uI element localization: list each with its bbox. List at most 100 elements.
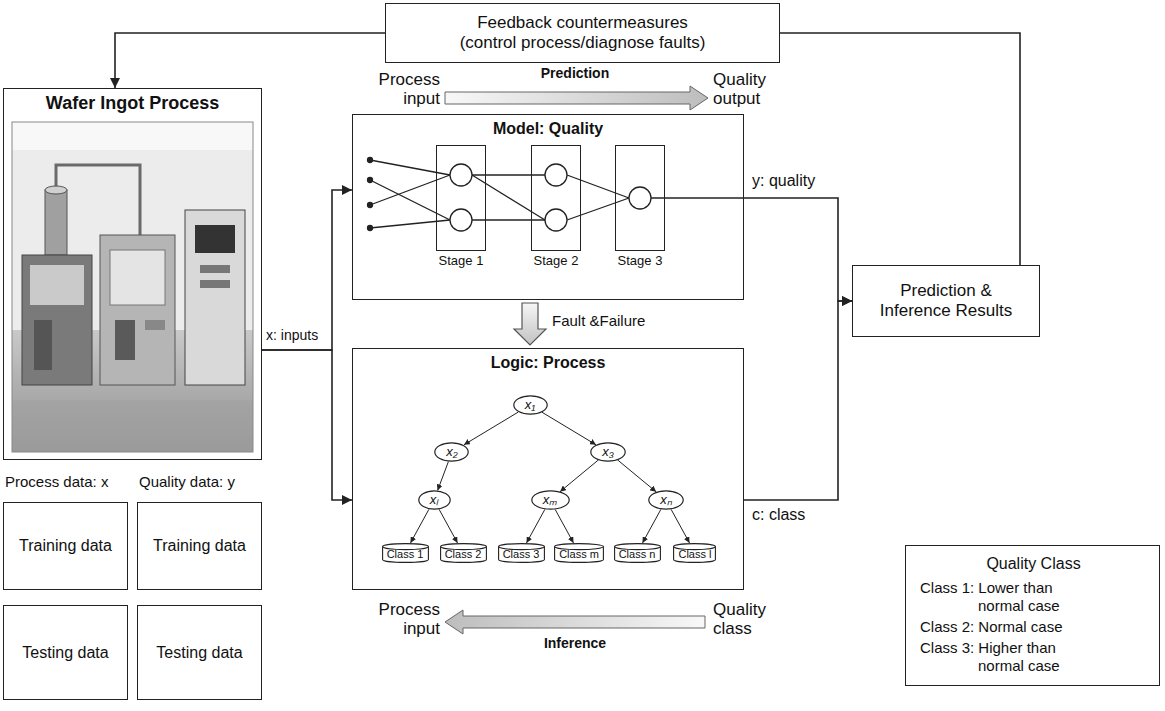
node-text: Stage 2 bbox=[534, 253, 579, 269]
factory-photo bbox=[12, 122, 253, 452]
prediction-arrow bbox=[445, 86, 708, 110]
class-leaf: Class 3 bbox=[498, 543, 545, 563]
node-text: (control process/diagnose faults) bbox=[460, 33, 706, 53]
photo-door bbox=[115, 320, 135, 360]
stage-box: Stage 3 bbox=[615, 145, 665, 251]
node-text: Feedback countermeasures bbox=[477, 13, 688, 33]
column-heading: Process data: x bbox=[5, 474, 108, 491]
cylinder-shape bbox=[498, 544, 544, 563]
connector bbox=[542, 412, 596, 445]
photo-machine bbox=[22, 255, 92, 385]
node-text: Class 1 bbox=[387, 548, 424, 561]
input-dot bbox=[368, 203, 373, 208]
node-text: Class 3: Higher than normal case bbox=[920, 639, 1095, 675]
connector bbox=[780, 33, 1020, 265]
decision-node: xₘ bbox=[531, 490, 570, 510]
cylinder-shape bbox=[614, 544, 660, 563]
class-leaf: Class n bbox=[614, 543, 661, 563]
photo-wall bbox=[12, 122, 253, 452]
ellipse-shape bbox=[513, 396, 546, 414]
photo-pipe bbox=[56, 165, 140, 235]
signal-label: y: quality bbox=[752, 172, 815, 190]
photo-cabinet bbox=[185, 210, 245, 385]
box-heading: Wafer Ingot Process bbox=[4, 93, 261, 115]
network-wire bbox=[567, 198, 629, 220]
logic-box: Logic: Processx₁x₂x₃xₗxₘxₙClass 1Class 2… bbox=[352, 348, 744, 590]
photo-ceiling bbox=[12, 122, 253, 150]
box-heading: Logic: Process bbox=[353, 353, 743, 372]
process-input-label: Process input bbox=[370, 600, 440, 638]
input-dot bbox=[368, 226, 373, 231]
inference-label: Inference bbox=[544, 636, 606, 652]
photo-window bbox=[110, 250, 165, 305]
node-text: Class 2 bbox=[445, 548, 482, 561]
data-box: Testing data bbox=[137, 605, 262, 700]
data-box: Training data bbox=[137, 502, 262, 590]
edge-label: Fault &Failure bbox=[552, 312, 645, 330]
connector bbox=[643, 509, 661, 543]
connector bbox=[555, 509, 573, 542]
photo-tower bbox=[45, 190, 67, 255]
network-wire bbox=[472, 175, 545, 220]
photo-floor-shadow bbox=[12, 400, 253, 452]
class-leaf: Class l bbox=[673, 543, 716, 563]
node-text: Class m bbox=[559, 548, 599, 561]
photo-tower-top bbox=[45, 186, 67, 194]
box-heading: Quality Class bbox=[920, 554, 1147, 573]
signal-label: x: inputs bbox=[266, 328, 318, 344]
decision-node: x₂ bbox=[434, 442, 469, 462]
stage-box: Stage 2 bbox=[531, 145, 581, 251]
class-leaf: Class 1 bbox=[382, 543, 429, 563]
photo-panel bbox=[30, 265, 84, 305]
connector bbox=[671, 509, 689, 543]
decision-node: x₁ bbox=[513, 395, 548, 415]
box-heading: Model: Quality bbox=[353, 119, 743, 138]
ellipse-shape bbox=[591, 443, 625, 461]
ellipse-shape bbox=[419, 491, 450, 509]
connector bbox=[744, 301, 852, 500]
quality-class-label: Quality class bbox=[713, 600, 788, 638]
connector bbox=[618, 460, 656, 492]
stage-box: Stage 1 bbox=[436, 145, 486, 251]
photo-switch bbox=[145, 320, 165, 330]
decision-node: xₗ bbox=[418, 490, 451, 510]
network-wire bbox=[370, 160, 450, 175]
prediction-label: Prediction bbox=[541, 66, 609, 82]
connector bbox=[262, 190, 352, 350]
network-wire bbox=[472, 219, 545, 220]
node-text: Training data bbox=[19, 536, 112, 555]
connector bbox=[744, 198, 852, 301]
node-text: Training data bbox=[153, 536, 246, 555]
data-box: Training data bbox=[3, 502, 128, 590]
neuron bbox=[450, 164, 472, 186]
process-input-label: Process input bbox=[370, 70, 440, 108]
inference-arrow bbox=[445, 610, 705, 634]
network-wire bbox=[370, 220, 450, 228]
node-text: Class 3 bbox=[503, 548, 540, 561]
photo-frame bbox=[12, 122, 253, 452]
network-wire bbox=[567, 175, 629, 198]
feedback-box: Feedback countermeasures(control process… bbox=[385, 3, 780, 63]
class-leaf: Class m bbox=[554, 543, 604, 563]
connector bbox=[464, 412, 518, 445]
node-text: Stage 3 bbox=[618, 253, 663, 269]
connector bbox=[560, 460, 598, 491]
ellipse-shape bbox=[649, 491, 683, 509]
connector bbox=[527, 509, 545, 542]
input-dot bbox=[368, 178, 373, 183]
result-box: Prediction & Inference Results bbox=[852, 265, 1040, 337]
photo-screen bbox=[195, 225, 235, 253]
ellipse-shape bbox=[532, 491, 569, 509]
neural-network bbox=[368, 158, 745, 232]
photo-vent bbox=[200, 265, 230, 273]
photo-vent bbox=[200, 280, 230, 288]
process-box: Wafer Ingot Process bbox=[3, 88, 262, 460]
photo-machine bbox=[100, 235, 175, 385]
photo-door bbox=[34, 320, 52, 370]
quality-output-label: Quality output bbox=[713, 70, 788, 108]
quality-class-box: Quality ClassClass 1: Lower than normal … bbox=[905, 545, 1160, 686]
column-heading: Quality data: y bbox=[139, 474, 235, 491]
block-arrow bbox=[514, 303, 546, 345]
node-text: Class n bbox=[619, 548, 656, 561]
network-wire bbox=[370, 175, 450, 205]
